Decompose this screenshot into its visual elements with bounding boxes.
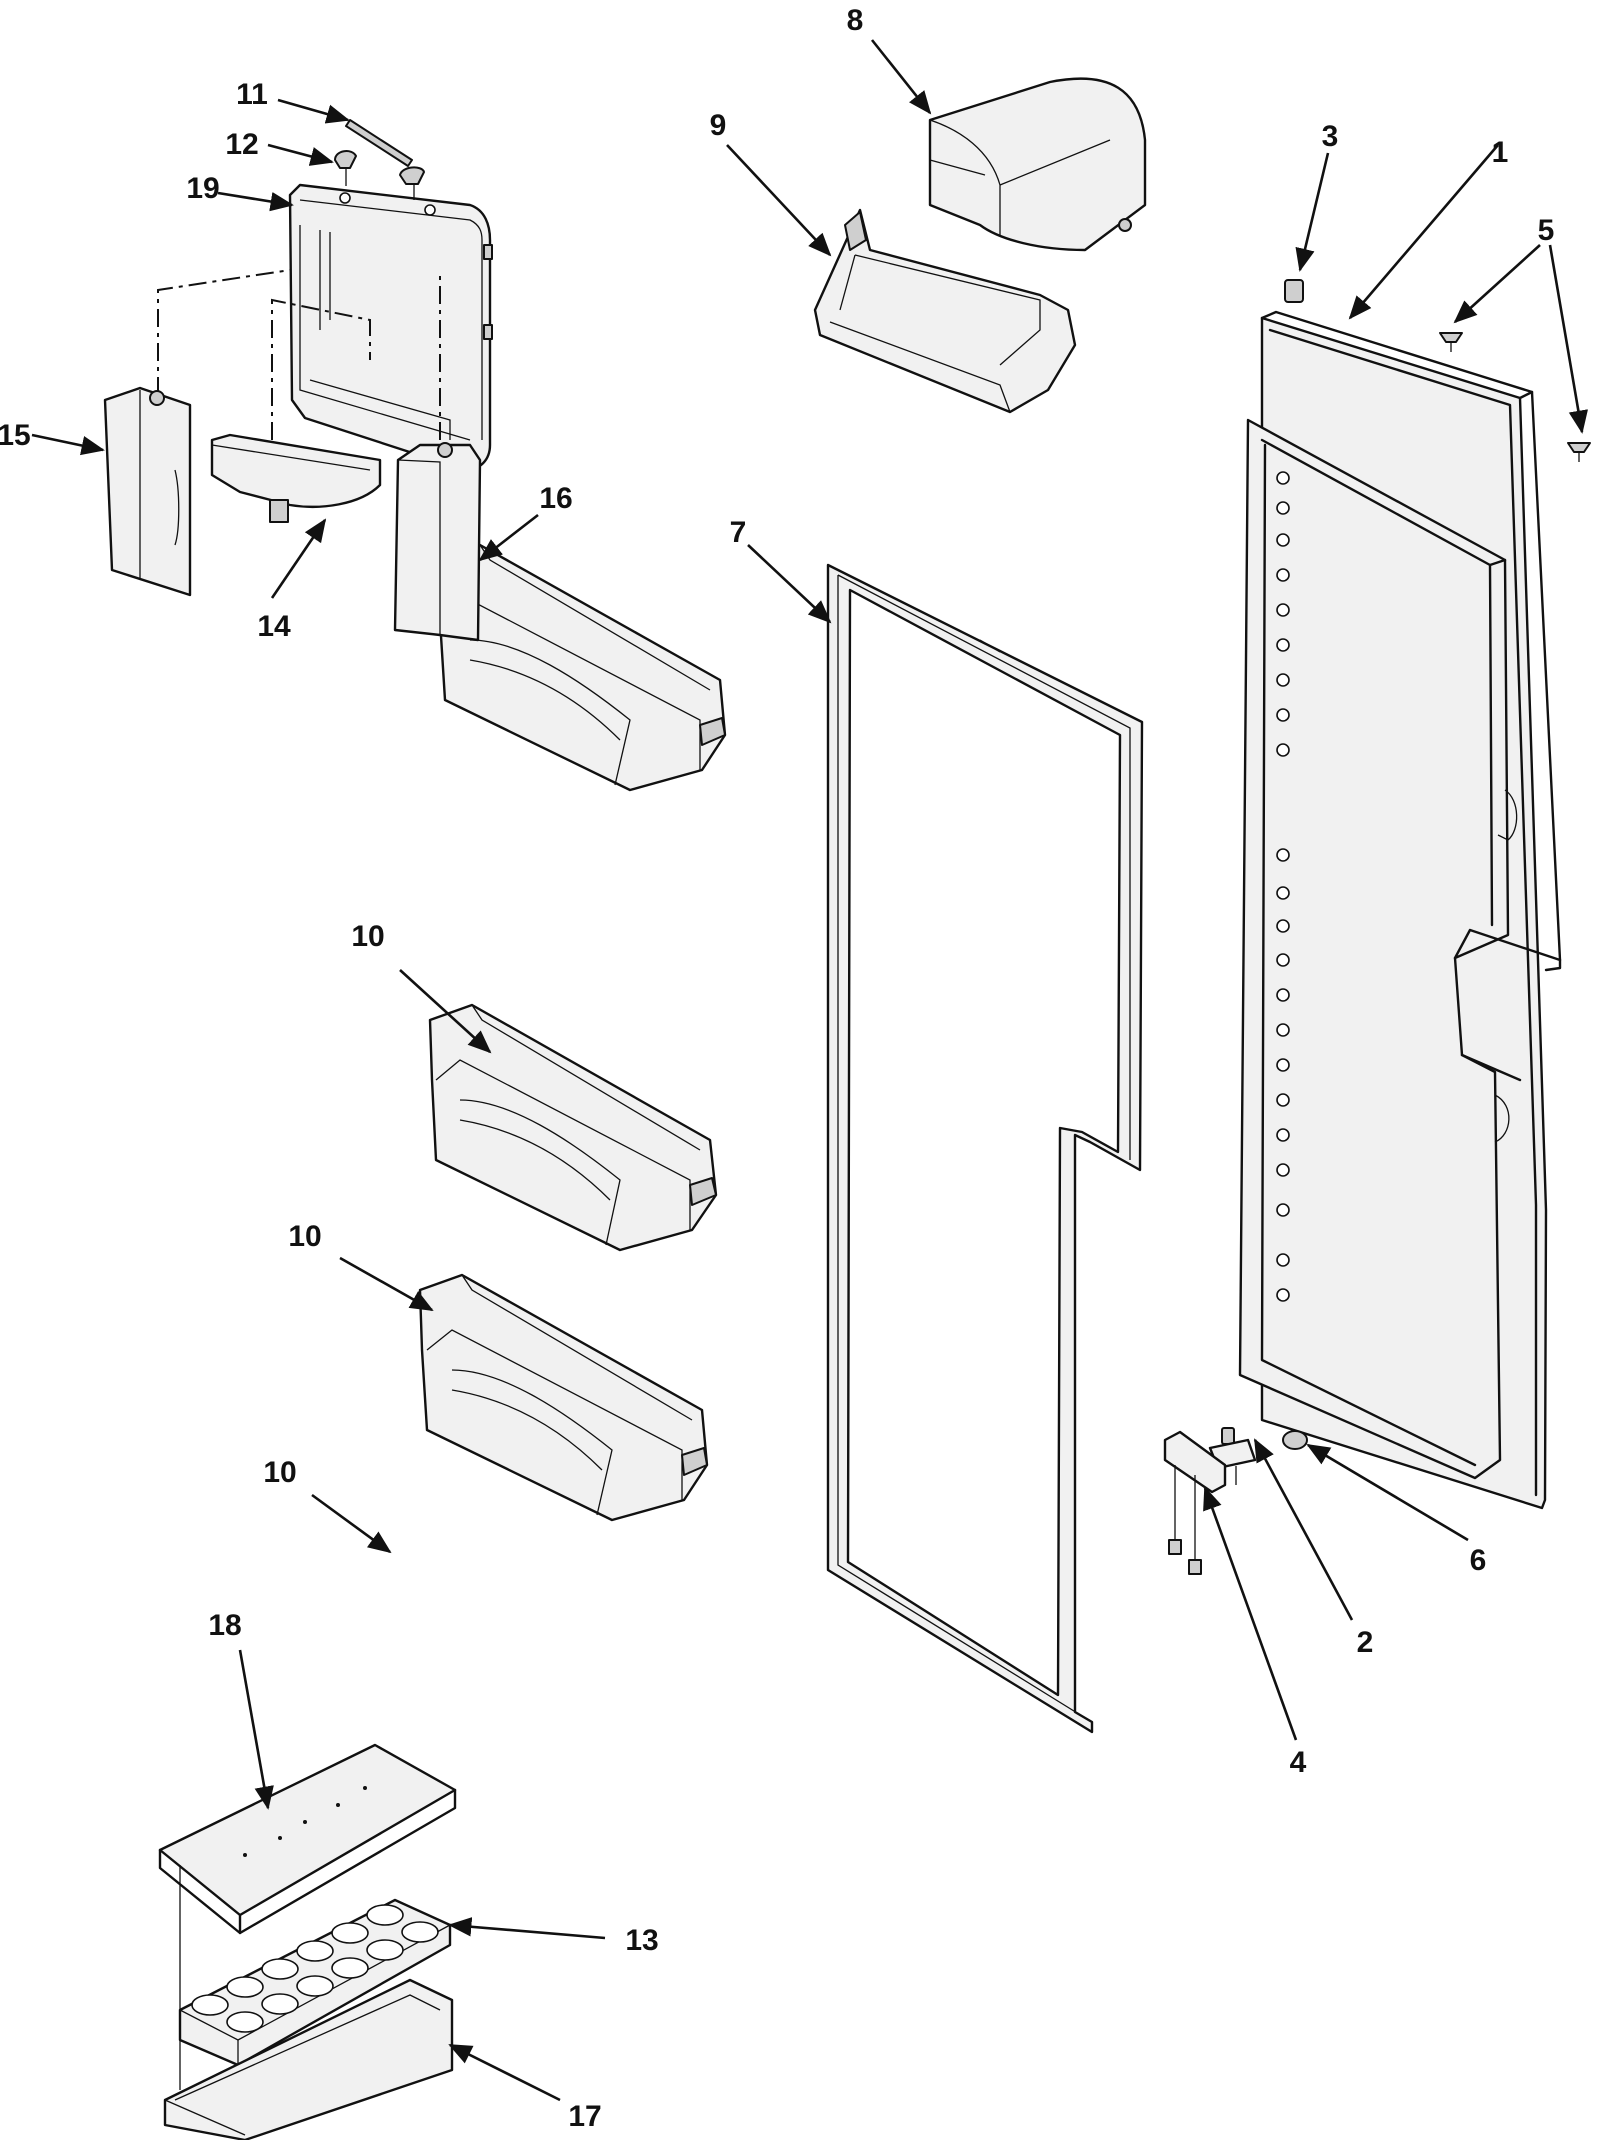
callout-10-middle: 10 <box>288 1220 321 1253</box>
callout-4: 4 <box>1290 1746 1307 1779</box>
part-17-tray-bin <box>163 1865 454 2140</box>
part-5-plugs <box>1439 332 1591 462</box>
part-10-door-bin-upper-middle <box>428 1003 718 1252</box>
callout-16: 16 <box>539 482 572 515</box>
part-13-egg-tray <box>178 1898 452 2067</box>
part-7-door-gasket <box>826 563 1144 1734</box>
part-10-door-bin-middle <box>418 1273 709 1522</box>
part-1-door-liner <box>1238 418 1562 1480</box>
callout-18: 18 <box>208 1609 241 1642</box>
part-18-tray-cover <box>158 1743 457 1935</box>
part-9-dairy-bin <box>813 208 1077 414</box>
callout-19: 19 <box>186 172 219 205</box>
part-19-dispenser-housing <box>288 183 493 472</box>
callout-1: 1 <box>1492 136 1509 169</box>
callout-12: 12 <box>225 128 258 161</box>
callout-5: 5 <box>1538 214 1555 247</box>
callout-10-top: 10 <box>351 920 384 953</box>
part-14-drip-tray <box>210 433 382 523</box>
part-10-door-bin-top <box>438 543 727 792</box>
callout-15: 15 <box>0 419 31 452</box>
callout-8: 8 <box>847 4 864 37</box>
assembly-guide-lines <box>157 269 441 440</box>
part-16-right-cover <box>393 442 482 642</box>
callout-14: 14 <box>257 610 291 643</box>
callout-7: 7 <box>730 516 747 549</box>
callout-13: 13 <box>625 1924 658 1957</box>
callout-6: 6 <box>1470 1544 1487 1577</box>
door-liner-dimples <box>1276 471 1290 1302</box>
part-15-left-cover <box>103 386 192 597</box>
callout-9: 9 <box>710 109 727 142</box>
part-6-door-stop <box>1282 1430 1308 1450</box>
callout-2: 2 <box>1357 1626 1374 1659</box>
part-12-clips <box>334 150 425 200</box>
callout-3: 3 <box>1322 120 1339 153</box>
part-4-hinge-bracket <box>1163 1430 1227 1575</box>
callout-17: 17 <box>568 2100 601 2133</box>
part-8-dairy-door <box>928 77 1147 252</box>
leader-lines <box>31 39 1588 2102</box>
callout-11: 11 <box>236 78 268 111</box>
egg-cups <box>191 1904 439 2033</box>
part-11-rod <box>345 119 413 167</box>
callout-10-bottom: 10 <box>263 1456 296 1489</box>
callout-labels: 1 2 3 4 5 6 7 8 9 10 10 10 11 12 13 14 1… <box>0 4 1554 2133</box>
part-3-hinge-bushing <box>1284 279 1304 303</box>
